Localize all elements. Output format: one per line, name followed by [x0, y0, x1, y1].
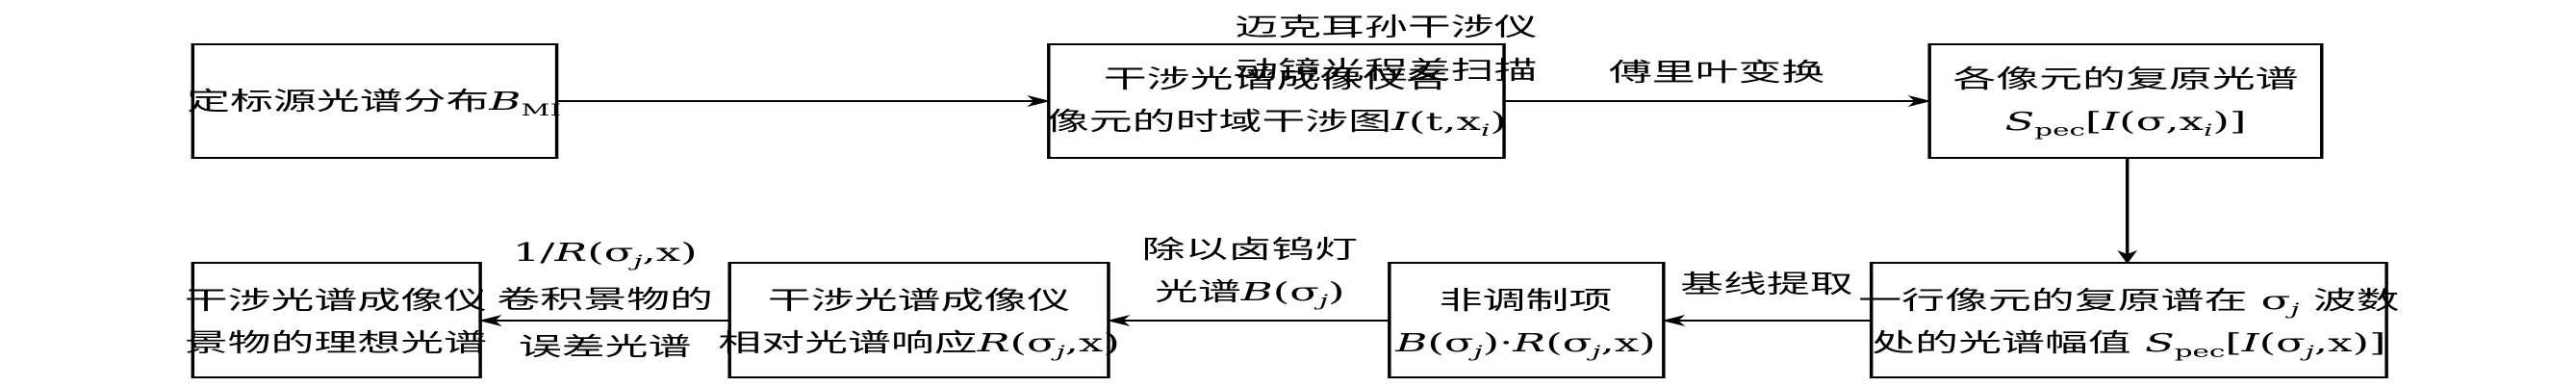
label-line: 相对光谱响应R(σj,x)	[718, 328, 1120, 361]
text-segment: ,x)]	[2314, 328, 2386, 357]
label-line: 光谱B(σj)	[1155, 277, 1345, 310]
text-segment: 相对光谱响应	[718, 328, 977, 357]
text-segment: [	[2225, 328, 2242, 357]
text-segment: )	[1328, 277, 1345, 306]
label-line: 傅里叶变换	[1609, 58, 1825, 87]
label-line: 一行像元的复原谱在 σj 波数	[1858, 286, 2399, 319]
text-segment: R	[553, 238, 587, 267]
node-relative-response	[727, 262, 1110, 378]
label-line: 景物的理想光谱	[185, 328, 487, 357]
subscript: pec	[2175, 342, 2226, 361]
text-segment: (σ	[2259, 328, 2306, 357]
node-unmodulated-term	[1388, 262, 1666, 378]
text-segment: 处的光谱幅值	[1872, 328, 2145, 357]
text-segment: (σ,x	[2119, 107, 2204, 136]
text-segment: S	[2145, 328, 2175, 357]
text-segment: 除以卤钨灯	[1142, 235, 1359, 264]
label-line: 迈克耳孙干涉仪	[1235, 13, 1537, 41]
label-line: 定标源光谱分布BMI	[187, 87, 561, 119]
text-segment: S	[2005, 107, 2035, 136]
text-segment: (σ	[1010, 328, 1057, 357]
text-segment: 1/	[513, 238, 555, 267]
text-segment: )	[1490, 107, 1507, 136]
text-segment: 迈克耳孙干涉仪	[1235, 13, 1537, 41]
text-segment: 光谱	[1155, 277, 1241, 306]
text-segment: 波数	[2299, 286, 2399, 315]
label-line: 1/R(σj,x)	[513, 238, 698, 271]
label-line: 各像元的复原光谱	[1952, 64, 2298, 93]
text-segment: 各像元的复原光谱	[1952, 64, 2298, 93]
text-segment: 干涉光谱成像仪各	[1104, 64, 1449, 93]
text-segment: ,x)	[1065, 328, 1120, 357]
text-segment: (t,x	[1409, 107, 1482, 136]
node-ideal-spectrum	[191, 262, 482, 378]
text-segment: 像元的时域干涉图	[1046, 107, 1391, 136]
text-segment: B	[1394, 328, 1427, 357]
label-unmodulated-term: 非调制项 B(σj)·R(σj,x)	[1394, 286, 1656, 361]
text-segment: I	[1390, 107, 1411, 136]
label-line: 干涉光谱成像仪	[185, 286, 487, 315]
label-line: 干涉光谱成像仪	[768, 286, 1070, 315]
text-segment: 景物的理想光谱	[185, 328, 487, 357]
text-segment: )·	[1483, 328, 1514, 357]
text-segment: R	[976, 328, 1009, 357]
label-calib-source: 定标源光谱分布BMI	[187, 87, 561, 119]
label-recovered-spectrum: 各像元的复原光谱 Spec[I(σ,xi)]	[1952, 64, 2298, 140]
text-segment: 一行像元的复原谱在 σ	[1858, 286, 2290, 315]
text-segment: 误差光谱	[519, 332, 692, 361]
text-segment: I	[2241, 328, 2261, 357]
label-line: 卷积景物的	[497, 285, 713, 314]
label-line: 动镜光程差扫描	[1235, 56, 1537, 85]
text-segment: 干涉光谱成像仪	[768, 286, 1070, 315]
text-segment: B	[488, 87, 521, 116]
text-segment: 基线提取	[1680, 270, 1853, 298]
text-segment: 动镜光程差扫描	[1235, 56, 1537, 85]
label-line: 基线提取	[1680, 270, 1853, 298]
text-segment: R	[1512, 328, 1545, 357]
node-calib-source	[191, 43, 559, 159]
text-segment: 定标源光谱分布	[187, 87, 489, 116]
text-segment: (σ	[587, 238, 633, 267]
edge-label-fourier: 傅里叶变换	[1609, 58, 1825, 87]
text-segment: )]	[2212, 107, 2246, 136]
label-line: 干涉光谱成像仪各	[1104, 64, 1449, 93]
subscript: MI	[521, 100, 561, 119]
label-line: Spec[I(σ,xi)]	[2005, 107, 2247, 140]
text-segment: B	[1240, 277, 1273, 306]
text-segment: 傅里叶变换	[1609, 58, 1825, 87]
subscript: pec	[2034, 120, 2085, 140]
node-interferogram	[1047, 43, 1506, 159]
text-segment: ,x)	[1600, 328, 1655, 357]
text-segment: 卷积景物的	[497, 285, 713, 314]
label-line: 非调制项	[1440, 286, 1613, 315]
text-segment: ,x)	[642, 238, 697, 267]
text-segment: (σ	[1273, 277, 1319, 306]
text-segment: 非调制项	[1440, 286, 1613, 315]
label-line: B(σj)·R(σj,x)	[1394, 328, 1656, 361]
subscript: i	[1481, 120, 1490, 140]
label-line: 处的光谱幅值 Spec[I(σj,x)]	[1872, 328, 2385, 361]
text-segment: 干涉光谱成像仪	[185, 286, 487, 315]
text-segment: (σ	[1427, 328, 1473, 357]
label-line: 除以卤钨灯	[1142, 235, 1359, 264]
text-segment: I	[2101, 107, 2121, 136]
text-segment: (σ	[1545, 328, 1592, 357]
label-line: 误差光谱	[519, 332, 692, 361]
edge-label-baseline: 基线提取	[1680, 270, 1853, 298]
text-segment: [	[2085, 107, 2103, 136]
subscript: i	[2204, 120, 2212, 140]
node-recovered-spectrum	[1927, 43, 2324, 159]
label-line: 像元的时域干涉图I(t,xi)	[1046, 107, 1507, 140]
